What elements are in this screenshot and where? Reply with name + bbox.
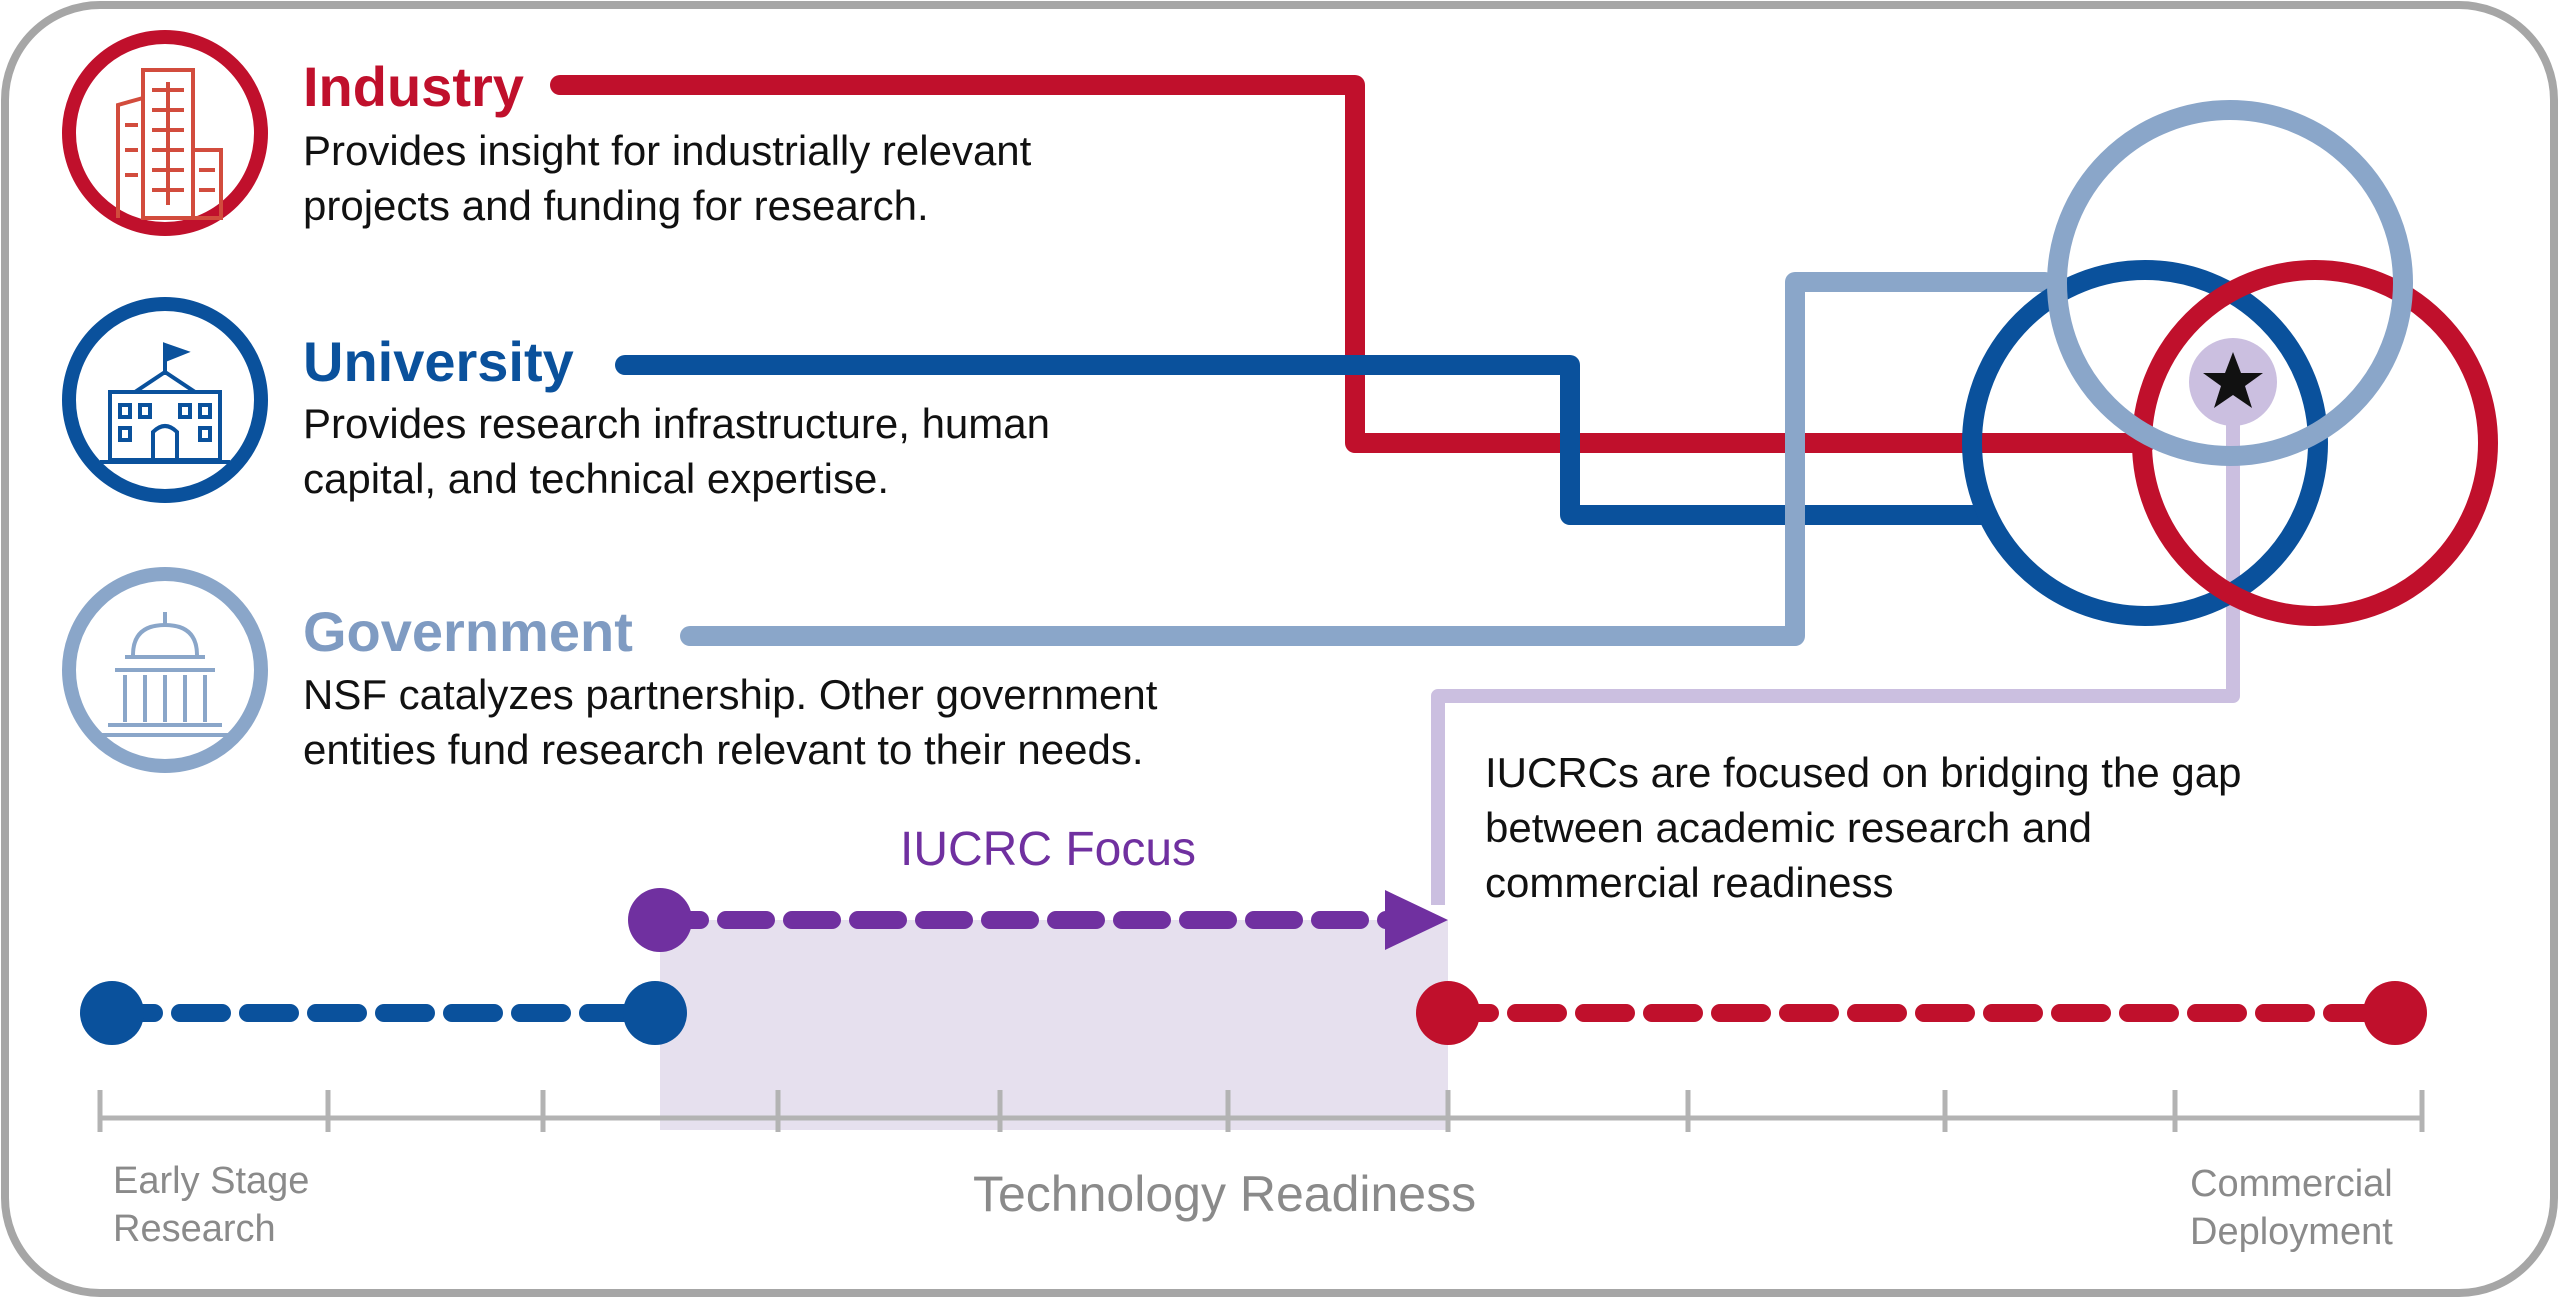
axis-start-label: Early Stage Research <box>113 1157 309 1253</box>
government-title: Government <box>303 600 633 663</box>
iucrc-focus-label: IUCRC Focus <box>900 823 1197 876</box>
government-desc-line1: NSF catalyzes partnership. Other governm… <box>303 671 1158 718</box>
office-building-icon <box>62 30 268 236</box>
iucrc-note-line1: IUCRCs are focused on bridging the gap <box>1485 749 2242 796</box>
industry-desc-line2: projects and funding for research. <box>303 182 929 229</box>
commercial-start-dot <box>1416 981 1480 1045</box>
focus-band <box>660 920 1448 1130</box>
university-desc-line1: Provides research infrastructure, human <box>303 400 1050 447</box>
iucrc-note-line2: between academic research and <box>1485 804 2093 851</box>
government-connector <box>680 272 2055 646</box>
axis-title: Technology Readiness <box>973 1166 1477 1222</box>
government-desc-line2: entities fund research relevant to their… <box>303 726 1144 773</box>
focus-start-dot <box>628 888 692 952</box>
university-description: Provides research infrastructure, human … <box>303 396 1050 506</box>
university-desc-line2: capital, and technical expertise. <box>303 455 890 502</box>
capitol-dome-icon <box>62 567 268 773</box>
readiness-axis <box>97 1090 2425 1132</box>
iucrc-connector <box>1431 385 2240 905</box>
iucrc-note: IUCRCs are focused on bridging the gap b… <box>1485 745 2241 910</box>
iucrc-note-line3: commercial readiness <box>1485 859 1894 906</box>
axis-start-line1: Early Stage <box>113 1160 310 1202</box>
early-stage-start-dot <box>80 981 144 1045</box>
focus-arrowhead <box>1385 890 1448 950</box>
axis-end-line2: Deployment <box>2190 1211 2393 1253</box>
government-description: NSF catalyzes partnership. Other governm… <box>303 667 1157 777</box>
industry-desc-line1: Provides insight for industrially releva… <box>303 127 1032 174</box>
axis-end-line1: Commercial <box>2190 1163 2393 1205</box>
industry-description: Provides insight for industrially releva… <box>303 123 1031 233</box>
industry-title: Industry <box>303 55 524 118</box>
university-title: University <box>303 330 574 393</box>
university-building-icon <box>62 297 268 503</box>
axis-end-label: Commercial Deployment <box>2190 1160 2393 1256</box>
government-circle <box>2047 100 2413 466</box>
axis-start-line2: Research <box>113 1208 276 1250</box>
university-connector <box>615 355 1995 525</box>
early-stage-end-dot <box>623 981 687 1045</box>
commercial-end-dot <box>2363 981 2427 1045</box>
star-icon <box>2203 352 2263 408</box>
industry-connector <box>550 75 2155 453</box>
